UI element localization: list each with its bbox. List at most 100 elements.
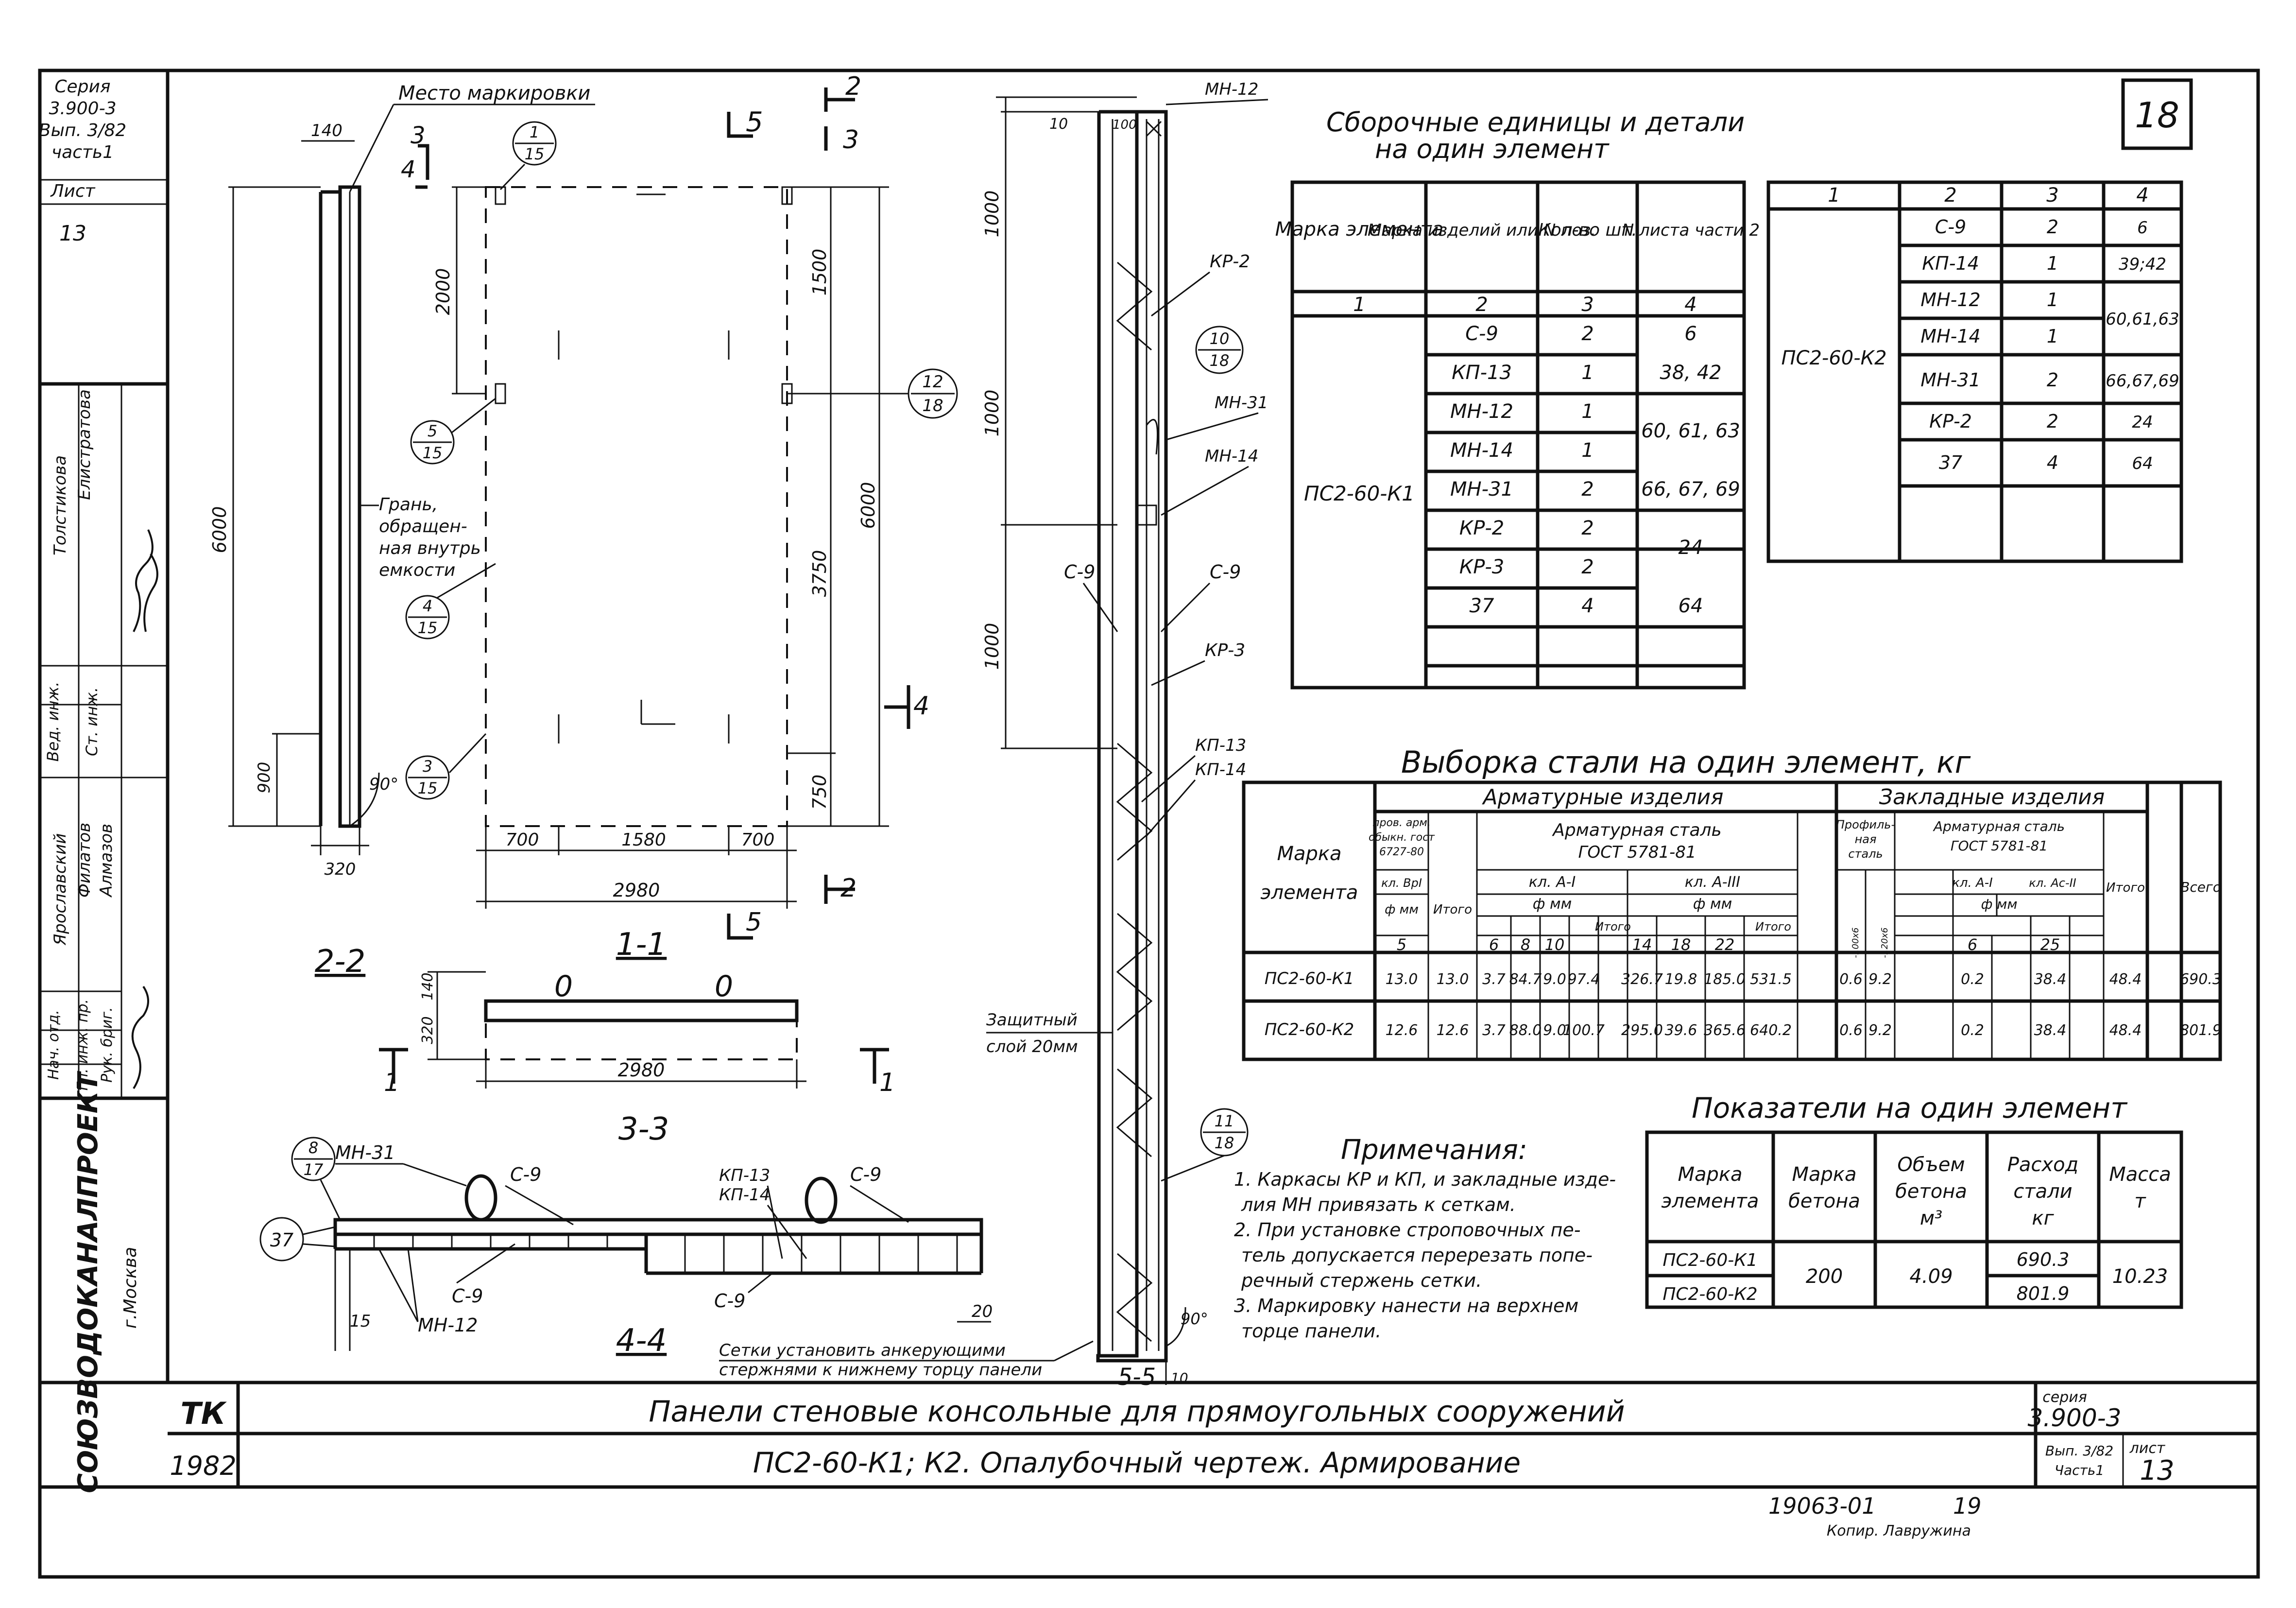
ind-header-0-1: элемента [1662, 1190, 1759, 1212]
assembly2-hn-1: 1 [1828, 184, 1840, 207]
assembly-h-item: Марка изделий или N поз. [1368, 221, 1596, 240]
steel-r0-c3: 3.7 [1482, 971, 1506, 988]
ind-volume: 4.09 [1909, 1265, 1953, 1288]
steel-r1-c5: 9.0 [1543, 1022, 1566, 1039]
steel-r1-c8: 39.6 [1665, 1022, 1697, 1039]
face-note-3: ная внутрь [379, 538, 481, 558]
assembly1-qty-4: 2 [1581, 478, 1593, 501]
ind-row2-mark: ПС2-60-К2 [1662, 1284, 1757, 1304]
assembly1-item-5: КР-2 [1459, 517, 1504, 539]
cut-2-bottom: 2 [840, 874, 857, 903]
callout-11-18-bottom: 18 [1215, 1134, 1234, 1152]
part-44-kp13: КП-13 [719, 1166, 770, 1185]
assembly1-qty-5: 2 [1581, 517, 1593, 539]
steel-r0-c7: 326.7 [1621, 971, 1663, 988]
assembly2-hn-4: 4 [2136, 184, 2148, 207]
callout-4-15 [405, 595, 450, 640]
cut-4-left: 4 [401, 156, 416, 183]
steel-diam-6: 22 [1715, 935, 1735, 954]
steel-r0-c18: 48.4 [2109, 971, 2142, 988]
note-line-0: 1. Каркасы КР и КП, и закладные изде- [1234, 1169, 1616, 1190]
cut-1-right: 1 [879, 1068, 895, 1097]
callout-37 [259, 1217, 304, 1262]
left-stamp: Серия 3.900-3 Вып. 3/82 часть1 Лист 13 Т… [39, 77, 168, 1493]
truss-55 [1116, 261, 1157, 1342]
assembly1-sheet-7: 64 [1679, 595, 1703, 617]
assembly2-item-5: КР-2 [1929, 411, 1972, 432]
assembly-title-1: Сборочные единицы и детали [1326, 107, 1745, 138]
dim-2980-plan: 2980 [618, 1059, 665, 1081]
part-55-mn12: МН-12 [1205, 80, 1258, 99]
year-label: 1982 [170, 1451, 236, 1481]
steel-h-zakl: Закладные изделия [1879, 785, 2105, 810]
callout-37-label: 37 [270, 1229, 293, 1251]
steel-h-armsteel-2: ГОСТ 5781-81 [1578, 843, 1696, 862]
steel-diam-3: 10 [1545, 935, 1565, 954]
tb-list-label: лист [2129, 1440, 2166, 1457]
dim-55-100: 100 [1113, 118, 1137, 132]
steel-r1-c4: 88.0 [1509, 1022, 1542, 1039]
assembly-hn-4: 4 [1684, 294, 1696, 316]
cut-5-top: 5 [746, 106, 763, 138]
assembly-hn-3: 3 [1581, 294, 1593, 316]
angle-90-side: 90° [369, 775, 398, 794]
dim-2980-front: 2980 [613, 880, 660, 901]
assembly1-item-2: МН-12 [1450, 400, 1513, 423]
assembly-table: Сборочные единицы и детали на один элеме… [1275, 107, 2183, 690]
ind-header-3-1: стали [2013, 1180, 2072, 1203]
callout-5-15 [410, 420, 455, 465]
assembly1-sheet-5: 24 [1679, 536, 1703, 559]
dim-55-1000-b: 1000 [981, 390, 1003, 437]
ind-row2-steel: 801.9 [2017, 1283, 2070, 1304]
ind-header-1-1: бетона [1788, 1190, 1860, 1212]
assembly2-sheet-0: 6 [2137, 218, 2148, 238]
steel-diam-4: 14 [1632, 935, 1652, 954]
section-5-5: 10 100 1000 1000 1000 МН-12 КР-2 10 18 М… [981, 80, 1268, 1391]
steel-r0-c12: 9.2 [1868, 971, 1892, 988]
section-4-4: МН-31 С-9 КП-13 КП-14 С-9 С-9 МН-12 С-9 … [259, 1137, 1094, 1380]
steel-r1-c19: 801.9 [2180, 1022, 2222, 1039]
assembly2-item-4: МН-31 [1920, 369, 1980, 391]
assembly1-item-1: КП-13 [1452, 362, 1512, 384]
steel-h-mark-2: элемента [1261, 882, 1358, 904]
assembly1-item-7: 37 [1470, 595, 1494, 617]
assembly2-item-3: МН-14 [1920, 326, 1980, 347]
mesh-note-1: Сетки установить анкерующими [719, 1341, 1006, 1360]
stamp-list-value: 13 [59, 221, 86, 246]
steel-h-phi-1: ф мм [1385, 902, 1419, 917]
note-line-3: тель допускается перерезать попе- [1241, 1245, 1593, 1266]
steel-title: Выборка стали на один элемент, кг [1401, 744, 1971, 780]
footer-code: 19063-01 [1768, 1493, 1876, 1519]
ind-header-3-0: Расход [2007, 1154, 2078, 1176]
tb-list-value: 13 [2140, 1455, 2174, 1487]
assembly1-qty-0: 2 [1581, 323, 1593, 345]
steel-h-itogo-2: Итого [1595, 920, 1631, 934]
assembly-h-mark: Марка элемента [1275, 218, 1444, 241]
dim-140: 140 [311, 121, 343, 140]
cut-3-left: 3 [411, 122, 426, 149]
ind-row1-steel: 690.3 [2017, 1249, 2070, 1270]
dim-6000-side: 6000 [209, 506, 230, 553]
assembly-element-1: ПС2-60-К1 [1304, 482, 1415, 505]
assembly2-qty-2: 1 [2047, 289, 2058, 311]
steel-r0-c14: 0.2 [1961, 971, 1984, 988]
assembly2-sheet-6: 64 [2132, 454, 2153, 473]
ind-header-2-1: бетона [1895, 1180, 1967, 1203]
drawing-title: Панели стеновые консольные для прямоугол… [649, 1395, 1625, 1429]
dim-700-left: 700 [506, 830, 539, 850]
signature-1 [133, 529, 154, 632]
steel-r1-c9: 365.6 [1704, 1022, 1746, 1039]
steel-h-phi-4: ф мм [1981, 896, 2017, 912]
callout-12-18-bottom: 18 [922, 396, 943, 415]
callout-1-15-top: 1 [530, 123, 539, 141]
ind-row1-mark: ПС2-60-К1 [1662, 1250, 1757, 1270]
callout-10-18 [1195, 326, 1244, 374]
steel-r1-c1: 12.6 [1386, 1022, 1418, 1039]
indicators-table: Показатели на один элемент Маркаэлемента… [1645, 1091, 2183, 1309]
assembly1-item-3: МН-14 [1450, 439, 1513, 462]
section-label-5-5: 5-5 [1118, 1364, 1156, 1391]
steel-r0-c0: ПС2-60-К1 [1265, 969, 1354, 988]
stamp-person-4: Филатов [75, 823, 94, 898]
